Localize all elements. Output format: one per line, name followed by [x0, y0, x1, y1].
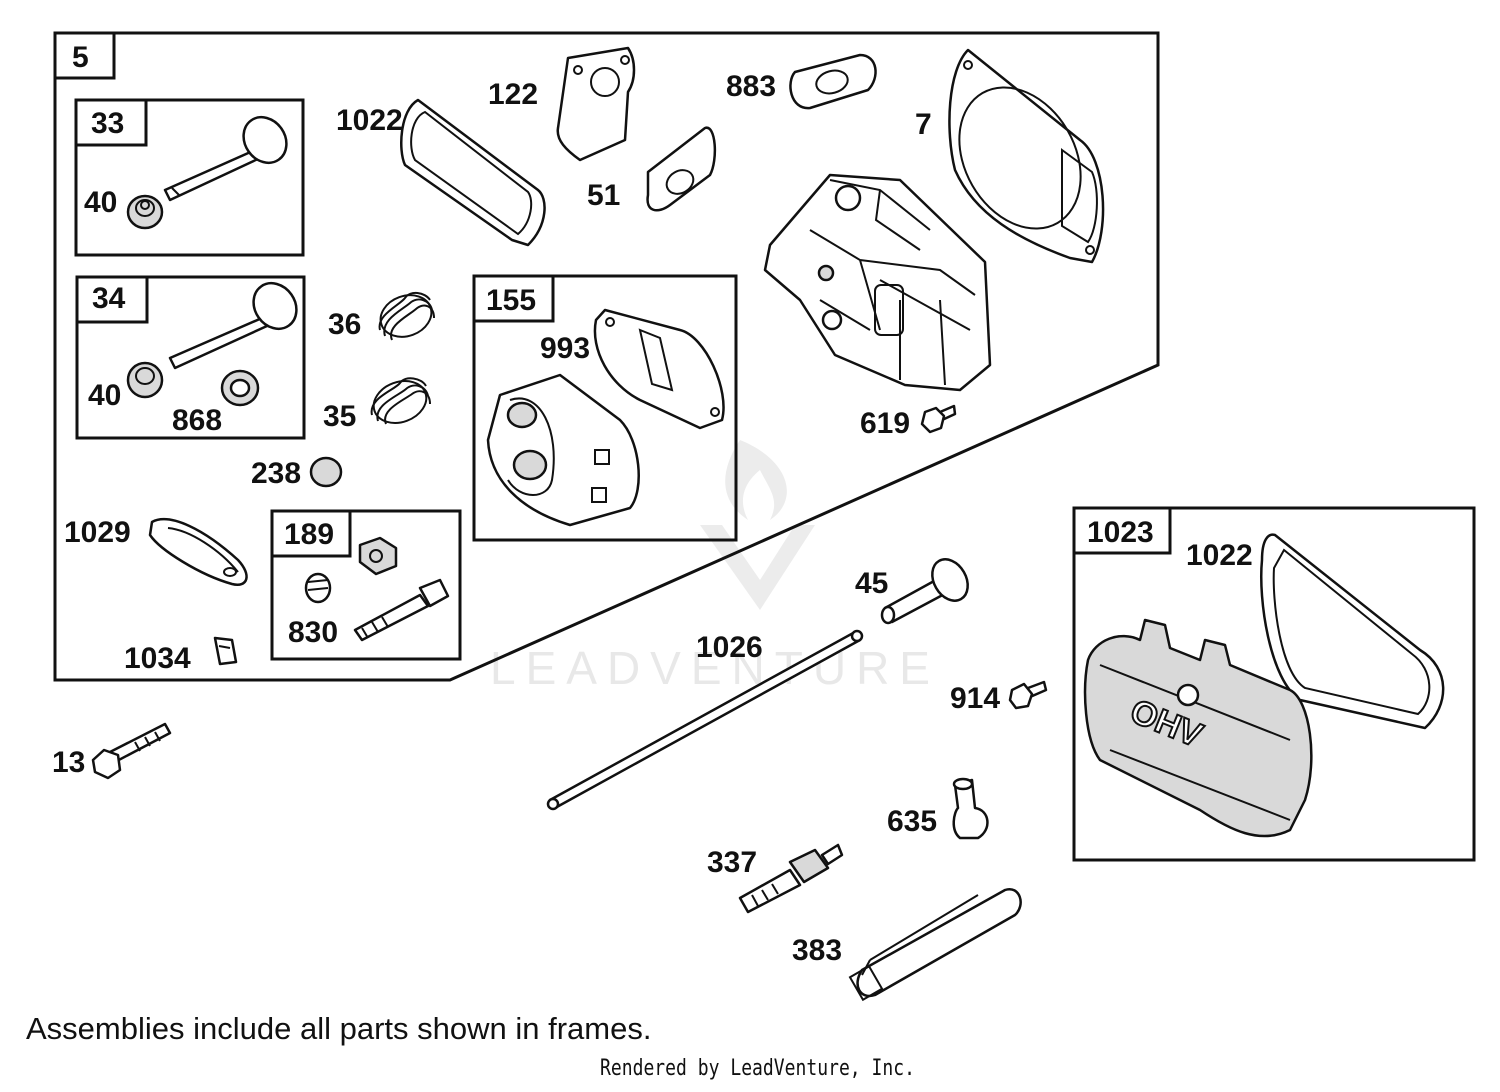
callout-40a: 40: [84, 186, 117, 219]
exhaust-valve: [168, 281, 298, 370]
rocker-cover: OHV: [1083, 618, 1313, 838]
watermark: LEADVENTURE: [490, 440, 940, 694]
callout-883: 883: [726, 70, 776, 103]
frame-34-label: 34: [92, 282, 126, 315]
tappet-45: [880, 558, 969, 625]
callout-7: 7: [915, 108, 932, 141]
head-gasket-7: [948, 48, 1105, 264]
frame-155-outline: [472, 274, 738, 542]
breather-gasket-993: [593, 308, 725, 430]
valve-seal-40b: [126, 361, 164, 399]
setscrew: [304, 572, 332, 604]
callout-635: 635: [887, 805, 937, 838]
breather-plate: [486, 373, 640, 527]
callout-337: 337: [707, 846, 757, 879]
plug-238: [309, 456, 343, 488]
breather-tube-635: [952, 777, 989, 840]
valve-spring-36: [378, 292, 435, 341]
screw-914: [1008, 680, 1048, 710]
push-rod-1026: [546, 629, 864, 811]
rocker-cover-gasket-1022b: [1260, 533, 1445, 730]
gasket-883: [789, 53, 877, 110]
frame-34-outline: [75, 275, 306, 440]
callout-1022b: 1022: [1186, 539, 1253, 572]
frame-33-label: 33: [91, 107, 124, 140]
callout-868: 868: [172, 404, 222, 437]
rocker-arm-1029: [148, 517, 248, 586]
frame-33-tag: [74, 98, 148, 147]
credit: Rendered by LeadVenture, Inc.: [600, 1056, 915, 1081]
callout-830: 830: [288, 616, 338, 649]
valve-spring-35: [370, 377, 431, 425]
frame-34-tag: [75, 275, 149, 324]
frame-5-outline: [53, 31, 1160, 682]
callout-1034: 1034: [124, 642, 191, 675]
frame-5-tag: [53, 31, 116, 80]
gasket-122: [556, 46, 636, 162]
callout-1026: 1026: [696, 631, 763, 664]
rocker-cover-gasket-1022a: [400, 98, 546, 247]
frame-155-tag: [472, 274, 555, 323]
footnote: Assemblies include all parts shown in fr…: [26, 1011, 652, 1046]
callout-122: 122: [488, 78, 538, 111]
frame-1023-label: 1023: [1087, 516, 1154, 549]
callout-914: 914: [950, 682, 1000, 715]
callout-238: 238: [251, 457, 301, 490]
frame-5-label: 5: [72, 41, 89, 74]
frame-155-label: 155: [486, 284, 536, 317]
rocker-nut: [358, 536, 398, 576]
screw-619: [920, 404, 957, 434]
frame-1023-outline: [1072, 506, 1476, 862]
callout-45: 45: [855, 567, 888, 600]
callout-35: 35: [323, 400, 356, 433]
intake-valve: [163, 115, 288, 202]
callout-1022a: 1022: [336, 104, 403, 137]
callout-13: 13: [52, 746, 85, 779]
callout-40b: 40: [88, 379, 121, 412]
callout-383: 383: [792, 934, 842, 967]
clip-1034: [213, 636, 238, 666]
frame-33-outline: [74, 98, 305, 257]
rocker-stud-830: [353, 578, 450, 642]
cylinder-head: [763, 173, 992, 392]
callout-36: 36: [328, 308, 361, 341]
frame-189-label: 189: [284, 518, 334, 551]
dipstick-tube-383: [848, 887, 1022, 1002]
gasket-51: [646, 126, 717, 212]
callout-993: 993: [540, 332, 590, 365]
valve-seal-40a: [126, 194, 164, 230]
callout-51: 51: [587, 179, 620, 212]
callout-1029: 1029: [64, 516, 131, 549]
watermark-text: LEADVENTURE: [490, 642, 940, 694]
spark-plug-337: [738, 843, 844, 914]
frame-189-outline: [270, 509, 462, 661]
bolt-13: [91, 722, 172, 780]
callout-619: 619: [860, 407, 910, 440]
frame-189-tag: [270, 509, 352, 558]
valve-seat-868: [220, 369, 260, 407]
frame-1023-tag: [1072, 506, 1172, 555]
